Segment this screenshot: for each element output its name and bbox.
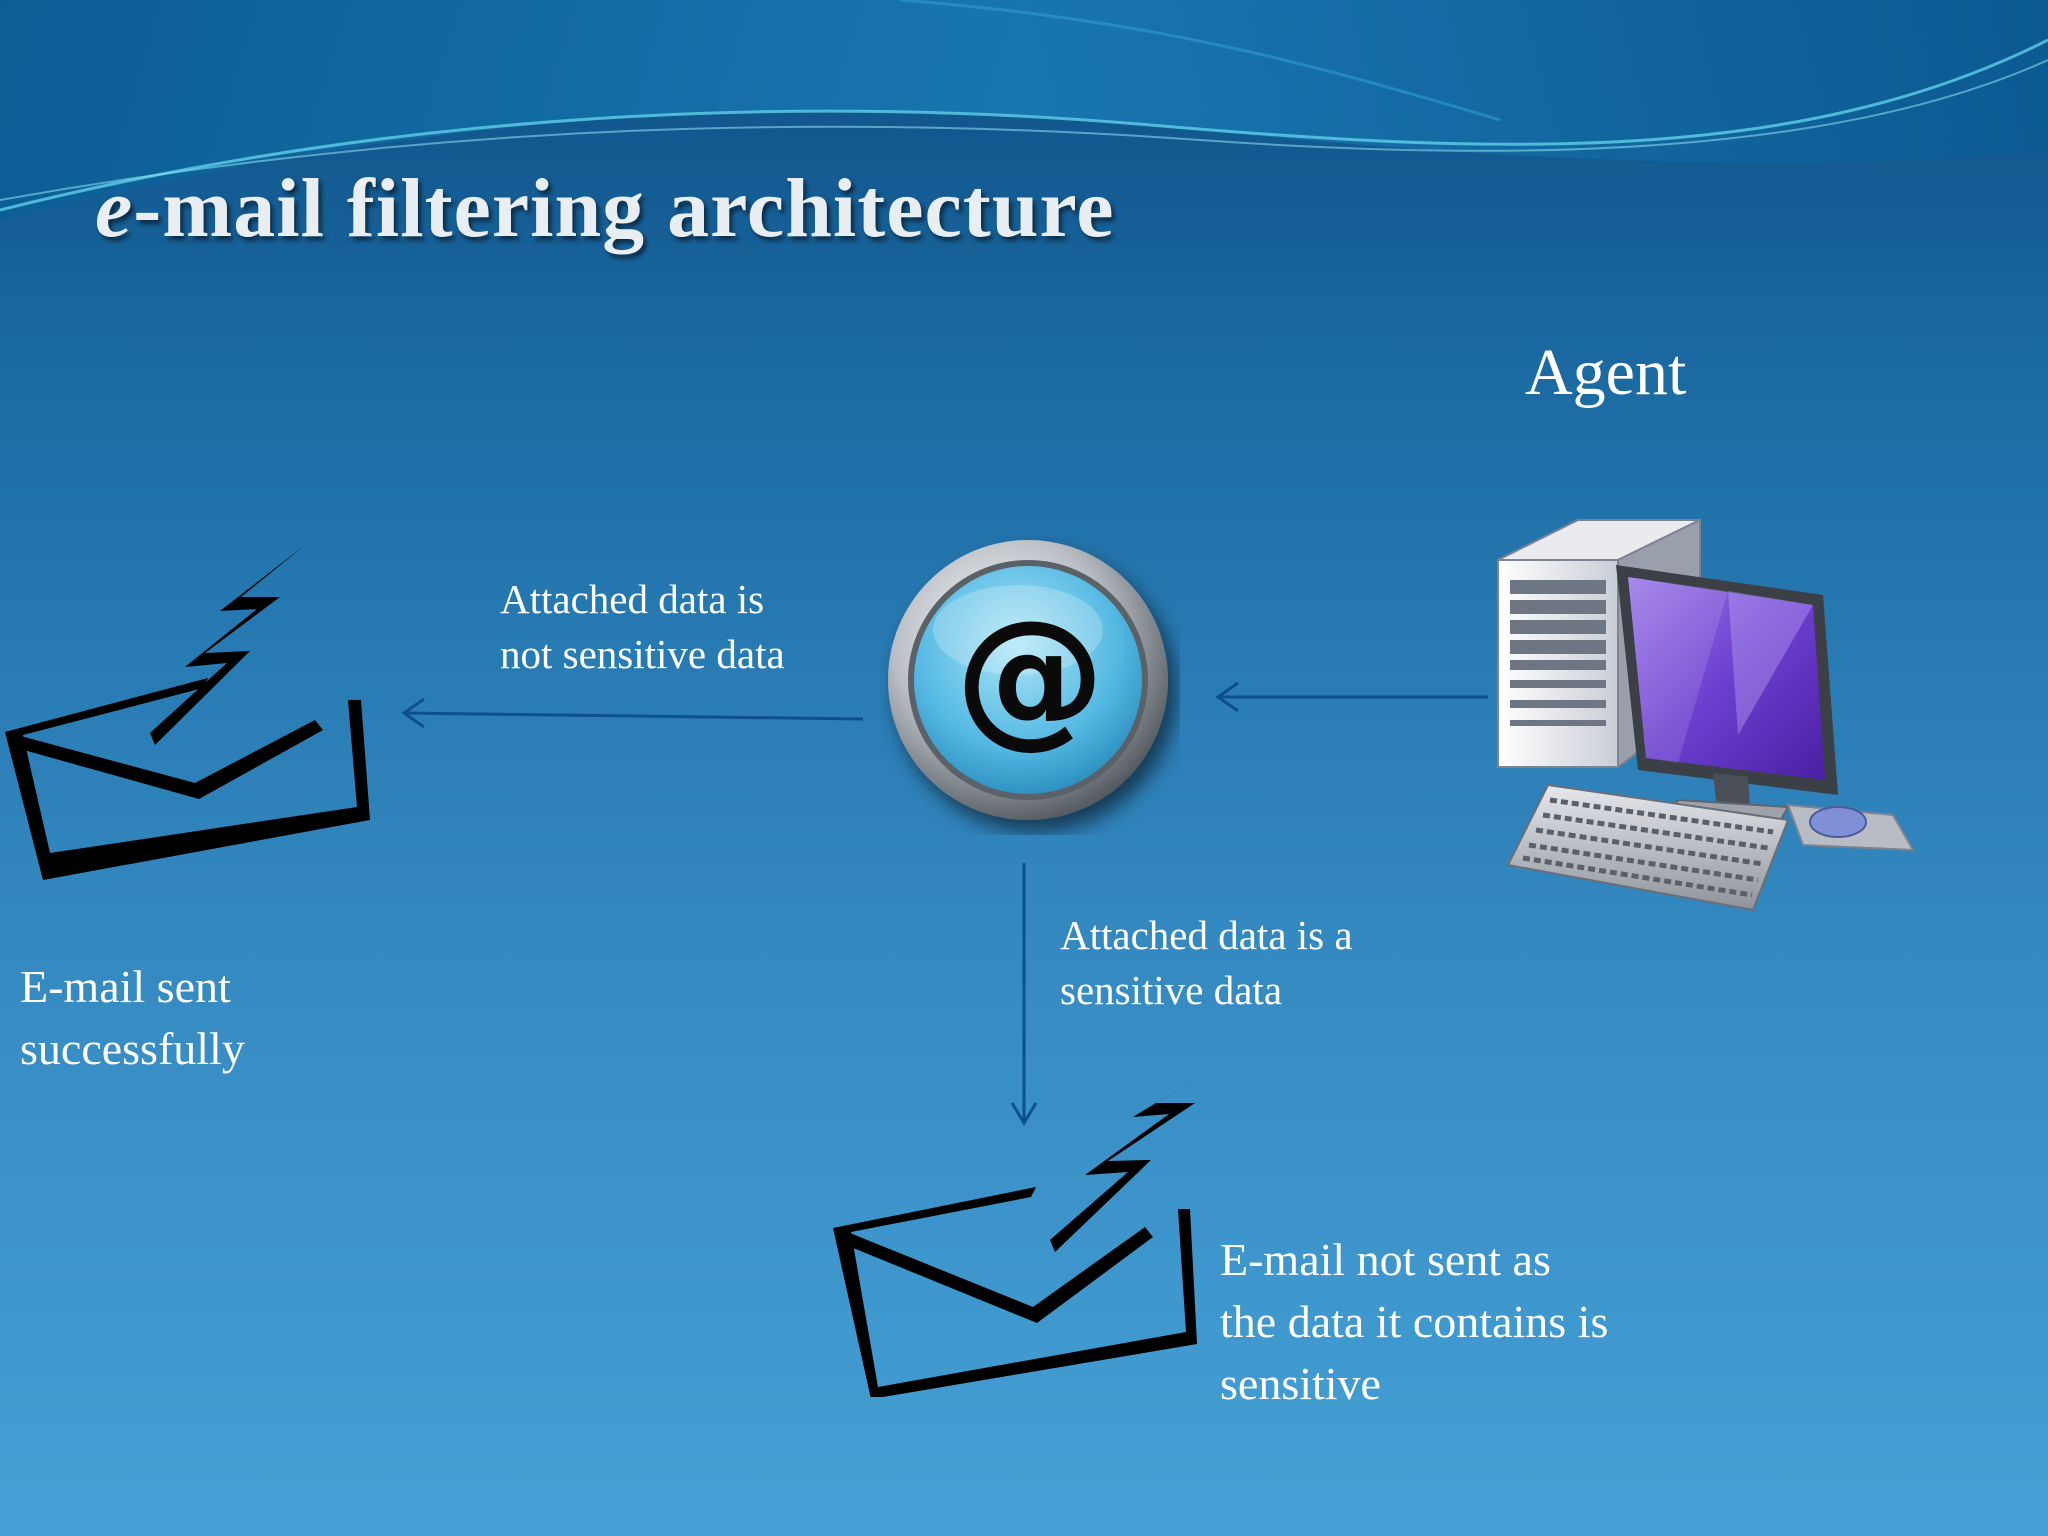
- at-glyph: @: [955, 589, 1105, 763]
- result-not-sent-label: E-mail not sent as the data it contains …: [1220, 1229, 1608, 1415]
- result-not-sent-line-3: sensitive: [1220, 1358, 1381, 1409]
- agent-label: Agent: [1525, 336, 1687, 409]
- condition-not-sensitive-label: Attached data is not sensitive data: [500, 572, 785, 682]
- arrow-server-to-blocked: [1010, 863, 1038, 1126]
- slide-title: e-mail filtering architecture: [95, 160, 1115, 257]
- at-sign-button-icon: @: [888, 540, 1168, 820]
- title-rest: -mail filtering architecture: [133, 162, 1115, 255]
- result-not-sent-line-1: E-mail not sent as: [1220, 1234, 1551, 1285]
- condition-sensitive-line-1: Attached data is a: [1060, 912, 1353, 958]
- condition-not-sensitive-line-2: not sensitive data: [500, 631, 785, 677]
- result-not-sent-line-2: the data it contains is: [1220, 1296, 1609, 1347]
- arrow-agent-to-server: [1215, 681, 1488, 713]
- condition-not-sensitive-line-1: Attached data is: [500, 576, 765, 622]
- result-sent-line-1: E-mail sent: [20, 961, 231, 1012]
- email-blocked-icon: [833, 1057, 1231, 1397]
- condition-sensitive-line-2: sensitive data: [1060, 967, 1283, 1013]
- arrow-server-to-sent: [401, 697, 864, 729]
- email-sent-icon: [5, 545, 370, 880]
- result-sent-label: E-mail sent successfully: [20, 956, 245, 1080]
- result-sent-line-2: successfully: [20, 1023, 245, 1074]
- condition-sensitive-label: Attached data is a sensitive data: [1060, 908, 1353, 1018]
- title-prefix: e: [95, 162, 134, 255]
- desktop-computer-icon: [1497, 518, 1915, 912]
